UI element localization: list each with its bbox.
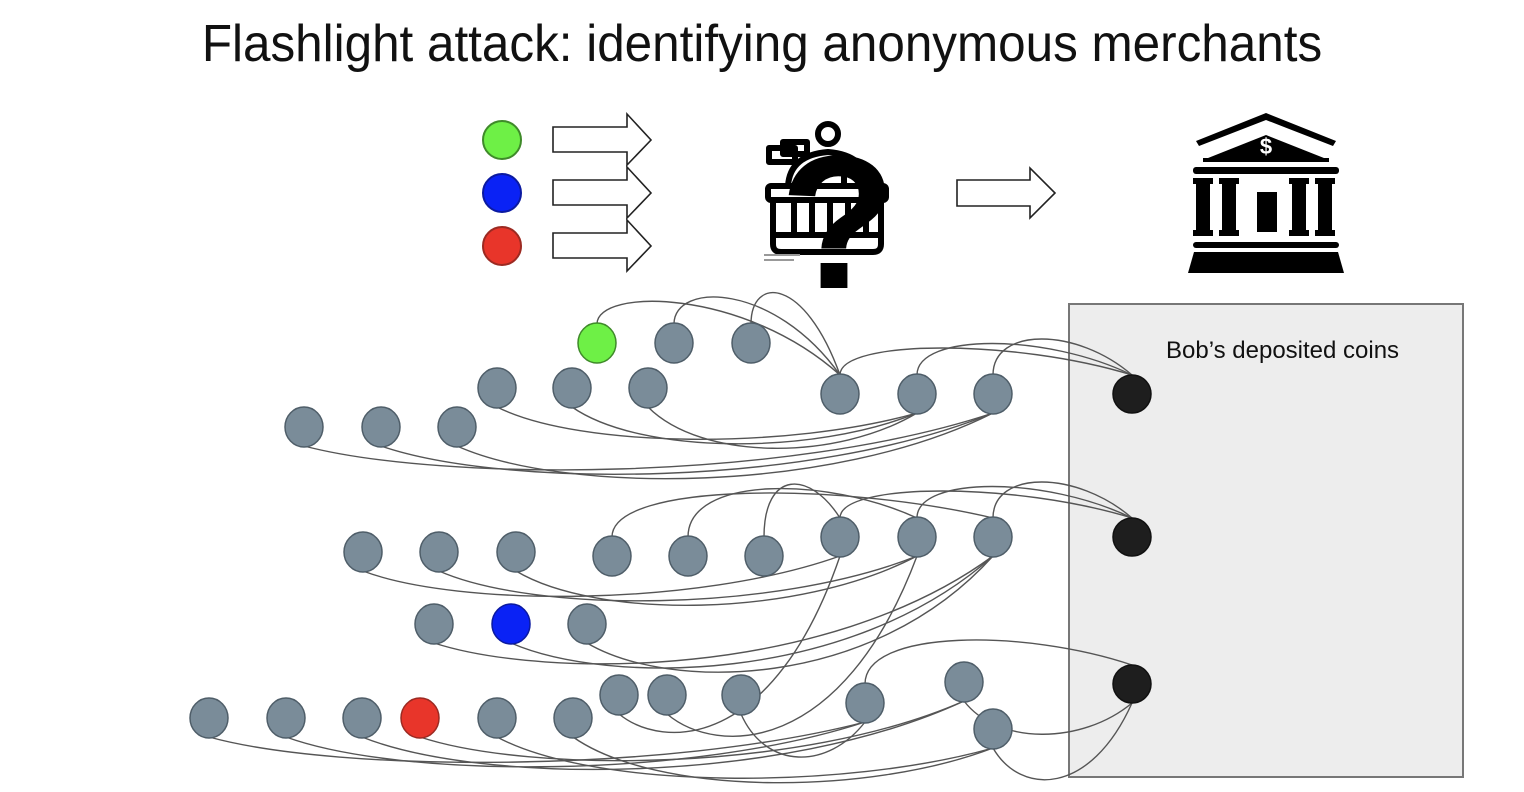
transaction-edge: [992, 481, 1133, 519]
legend-arrow-red: [552, 217, 653, 273]
transaction-node: [820, 373, 860, 415]
transaction-edge: [666, 555, 918, 737]
transaction-edges: [208, 292, 1133, 784]
transaction-node: [552, 367, 592, 409]
transaction-node: [567, 603, 607, 645]
transaction-edge: [361, 700, 965, 771]
transaction-edge: [572, 736, 994, 784]
transaction-edge: [515, 555, 918, 606]
transaction-edge: [571, 406, 918, 445]
red-coin-node: [400, 697, 440, 739]
transaction-node: [973, 516, 1013, 558]
transaction-node: [944, 661, 984, 703]
transaction-edge: [647, 406, 918, 449]
transaction-node: [496, 531, 536, 573]
transaction-node: [361, 406, 401, 448]
transaction-node: [599, 674, 639, 716]
deposited-coin-node: [1112, 664, 1152, 704]
transaction-edge: [611, 492, 994, 538]
legend-blue-coin: [482, 173, 522, 213]
transaction-node: [189, 697, 229, 739]
transaction-node: [654, 322, 694, 364]
transaction-node: [477, 367, 517, 409]
transaction-node: [343, 531, 383, 573]
transaction-edge: [303, 412, 994, 471]
transaction-node: [414, 603, 454, 645]
green-coin-node: [577, 322, 617, 364]
transaction-node: [477, 697, 517, 739]
transaction-edge: [750, 292, 841, 376]
transaction-node: [744, 535, 784, 577]
transaction-edge: [438, 555, 918, 602]
transaction-edge: [916, 342, 1133, 376]
legend-red-coin: [482, 226, 522, 266]
deposited-coin-node: [1112, 517, 1152, 557]
transaction-edge: [433, 555, 994, 665]
legend-arrow-blue: [552, 164, 653, 220]
shopping-basket-icon: [765, 121, 889, 255]
transaction-node: [897, 516, 937, 558]
transaction-edge: [992, 702, 1133, 781]
transaction-edge: [419, 700, 965, 762]
arrow-to-bank: [956, 166, 1057, 220]
transaction-edge: [285, 721, 866, 768]
transaction-node: [592, 535, 632, 577]
transaction-node: [437, 406, 477, 448]
transaction-edge: [456, 412, 994, 480]
transaction-edge: [673, 296, 841, 376]
transaction-edge: [496, 736, 994, 779]
transaction-node: [845, 682, 885, 724]
dollar-sign-icon: $: [1260, 134, 1272, 159]
transaction-node: [284, 406, 324, 448]
transaction-edge: [916, 485, 1133, 519]
bank-icon: [1188, 113, 1344, 273]
transaction-node: [266, 697, 306, 739]
transaction-node: [820, 516, 860, 558]
transaction-edge: [740, 713, 866, 758]
transaction-node: [973, 708, 1013, 750]
transaction-edge: [596, 300, 841, 376]
legend-green-coin: [482, 120, 522, 160]
transaction-node: [342, 697, 382, 739]
transaction-nodes: [189, 322, 1152, 750]
slide-title: Flashlight attack: identifying anonymous…: [201, 15, 1323, 73]
unknown-merchant-question-mark: ?: [780, 117, 896, 329]
transaction-edge: [208, 721, 866, 764]
transaction-edge: [839, 347, 1133, 376]
transaction-edge: [763, 483, 841, 538]
transaction-edge: [992, 338, 1133, 376]
transaction-edge: [510, 555, 994, 669]
transaction-node: [897, 373, 937, 415]
transaction-node: [973, 373, 1013, 415]
transaction-node: [419, 531, 459, 573]
transaction-node: [647, 674, 687, 716]
icon-credit: [764, 254, 800, 261]
transaction-edge: [839, 490, 1133, 519]
transaction-edge: [586, 555, 994, 673]
deposit-box-label: Bob’s deposited coins: [1166, 337, 1399, 364]
transaction-node: [731, 322, 771, 364]
transaction-edge: [687, 487, 918, 538]
transaction-node: [628, 367, 668, 409]
deposited-coin-node: [1112, 374, 1152, 414]
transaction-node: [721, 674, 761, 716]
transaction-edge: [496, 406, 918, 440]
transaction-node: [668, 535, 708, 577]
transaction-node: [553, 697, 593, 739]
transaction-edge: [380, 412, 994, 475]
blue-coin-node: [491, 603, 531, 645]
transaction-edge: [618, 555, 841, 734]
legend-arrow-green: [552, 111, 653, 167]
transaction-edge: [864, 639, 1133, 685]
